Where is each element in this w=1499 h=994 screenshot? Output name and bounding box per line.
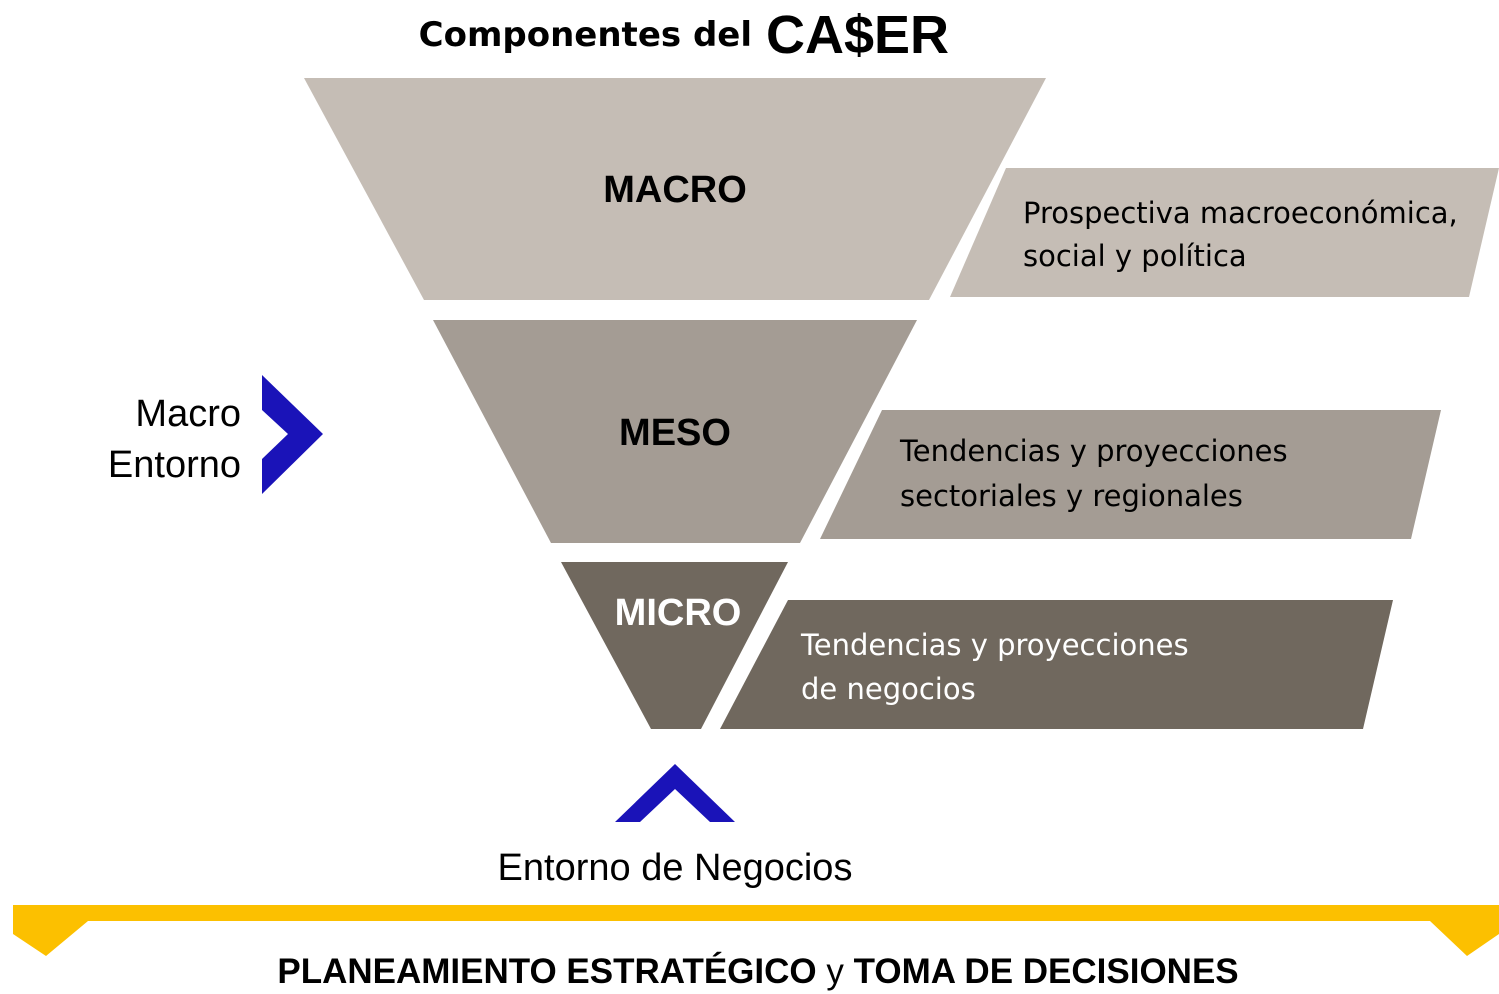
description-box-meso bbox=[820, 410, 1441, 539]
level-label-meso: MESO bbox=[619, 412, 731, 454]
chevron-right-icon bbox=[262, 375, 323, 494]
description-box-micro bbox=[720, 600, 1393, 729]
description-text-micro-line2: de negocios bbox=[801, 672, 976, 706]
bottom-label: Entorno de Negocios bbox=[498, 764, 853, 889]
level-label-micro: MICRO bbox=[615, 592, 742, 634]
title-text: Componentes del bbox=[419, 15, 752, 55]
funnel-segment-macro bbox=[304, 78, 1046, 300]
diagram-title: Componentes del CA$ER bbox=[419, 5, 949, 65]
description-text-meso-line2: sectoriales y regionales bbox=[900, 479, 1243, 513]
funnel: MACRO MESO MICRO bbox=[304, 78, 1046, 729]
chevron-up-icon bbox=[615, 764, 735, 822]
level-label-macro: MACRO bbox=[603, 169, 747, 211]
description-text-macro-line1: Prospectiva macroeconómica, bbox=[1023, 196, 1458, 230]
footer-text: PLANEAMIENTO ESTRATÉGICO y TOMA DE DECIS… bbox=[277, 951, 1238, 991]
funnel-segment-meso bbox=[433, 320, 917, 543]
description-text-micro-line1: Tendencias y proyecciones bbox=[800, 628, 1189, 662]
description-box-macro bbox=[950, 168, 1499, 297]
descriptions: Prospectiva macroeconómica, social y pol… bbox=[720, 168, 1499, 729]
footer-bar bbox=[13, 905, 1499, 956]
side-label-line1: Macro bbox=[135, 393, 241, 435]
caser-logo: CA$ER bbox=[766, 5, 949, 65]
footer: PLANEAMIENTO ESTRATÉGICO y TOMA DE DECIS… bbox=[13, 905, 1499, 991]
footer-text-part2: TOMA DE DECISIONES bbox=[854, 952, 1239, 991]
footer-text-part1: PLANEAMIENTO ESTRATÉGICO bbox=[277, 951, 816, 991]
description-text-macro-line2: social y política bbox=[1023, 239, 1247, 273]
description-text-meso-line1: Tendencias y proyecciones bbox=[899, 434, 1288, 468]
side-label-line2: Entorno bbox=[108, 444, 241, 486]
side-label: Macro Entorno bbox=[108, 375, 323, 494]
funnel-segment-micro bbox=[561, 562, 788, 729]
bottom-label-text: Entorno de Negocios bbox=[498, 847, 853, 889]
footer-text-connector: y bbox=[817, 952, 854, 991]
